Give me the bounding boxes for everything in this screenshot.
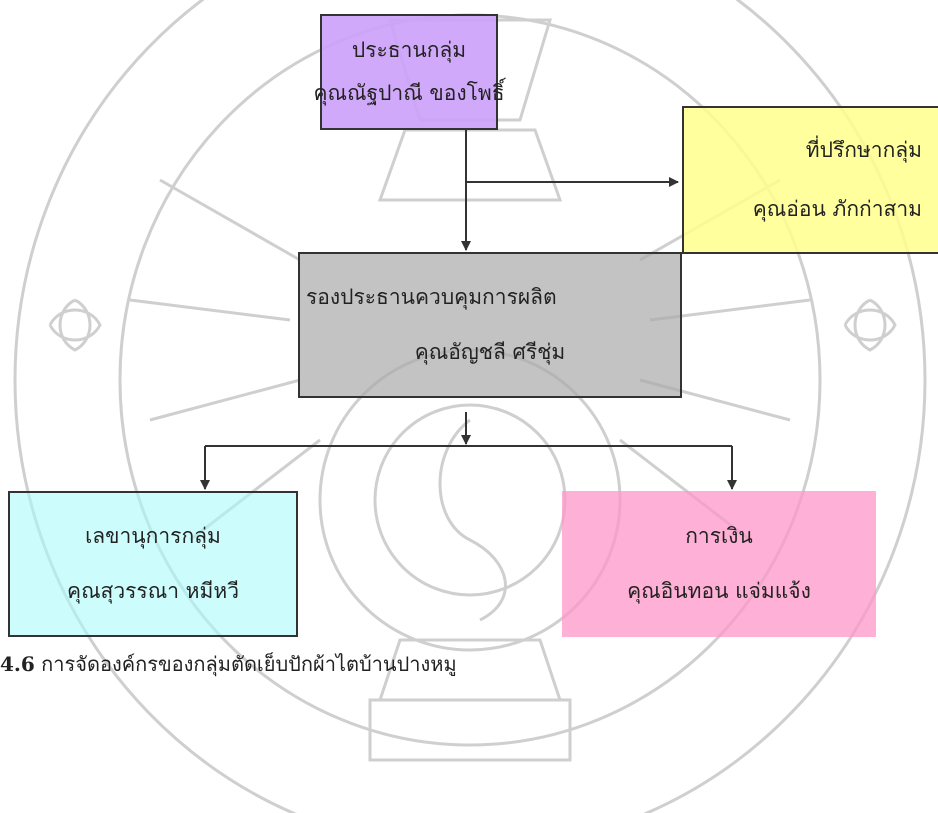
figure-caption: 4.6 การจัดองค์กรของกลุ่มตัดเย็บปักผ้าไตบ… [0,652,457,676]
finance-box: การเงิน คุณอินทอน แจ่มแจ้ง [562,491,876,637]
chair-role: ประธานกลุ่ม [352,38,466,63]
seal-crown-tier [380,130,560,200]
advisor-person: คุณอ่อน ภักก่าสาม [753,197,922,222]
seal-pedestal-base [370,700,570,760]
chair-person: คุณณัฐปาณี ของโพธิ์ [313,81,504,106]
seal-left-flower-icon [50,300,100,350]
secretary-role: เลขานุการกลุ่ม [85,524,221,549]
secretary-person: คุณสุวรรณา หมีหวี [67,579,239,604]
advisor-box: ที่ปรึกษากลุ่ม คุณอ่อน ภักก่าสาม [682,106,938,254]
secretary-box: เลขานุการกลุ่ม คุณสุวรรณา หมีหวี [8,491,298,637]
figure-number: 4.6 [0,652,35,676]
advisor-role: ที่ปรึกษากลุ่ม [806,138,922,163]
seal-center-inner-circle [375,405,565,595]
finance-role: การเงิน [685,524,753,549]
seal-left-rays [130,180,320,540]
vice-chair-person: คุณอัญชลี ศรีชุ่ม [415,340,566,365]
chair-box: ประธานกลุ่ม คุณณัฐปาณี ของโพธิ์ [320,14,498,130]
finance-person: คุณอินทอน แจ่มแจ้ง [627,579,811,604]
vice-chair-role: รองประธานควบคุมการผลิต [300,285,557,310]
seal-right-flower-icon [845,300,895,350]
figure-caption-text: การจัดองค์กรของกลุ่มตัดเย็บปักผ้าไตบ้านป… [35,652,457,676]
vice-chair-box: รองประธานควบคุมการผลิต คุณอัญชลี ศรีชุ่ม [298,252,682,398]
